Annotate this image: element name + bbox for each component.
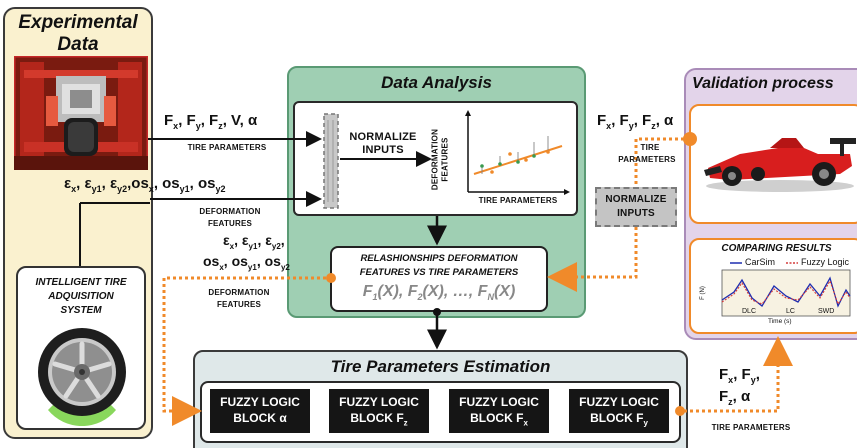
experimental-data-title-2: Data	[57, 34, 99, 55]
validation-title: Validation process	[692, 75, 834, 92]
dotted-normalize-to-relationships	[547, 227, 638, 292]
mini-label-dlc: DLC	[742, 308, 757, 315]
forces-bottom-right-1: Fx, Fy,	[719, 366, 760, 385]
dotted-car-to-normalize	[634, 137, 690, 187]
fuzzy-block-fx: FUZZY LOGIC BLOCK Fx	[449, 389, 549, 433]
comparing-results-title: COMPARING RESULTS	[721, 243, 832, 254]
data-analysis-title: Data Analysis	[381, 73, 492, 92]
intelligent-tire-label-1: INTELLIGENT TIRE	[35, 277, 127, 288]
fuzzy-block-alpha-line2: BLOCK α	[233, 411, 287, 425]
validation-tire-params-1: TIRE	[640, 143, 660, 152]
dotted-fuzzy-to-comparing	[684, 336, 793, 413]
validation-normalize-box	[595, 187, 677, 227]
plot-xlabel: TIRE PARAMETERS	[478, 196, 558, 205]
fuzzy-block-alpha-line1: FUZZY LOGIC	[220, 395, 300, 409]
fuzzy-block-fz-line2: BLOCK Fz	[350, 411, 408, 428]
experimental-data-title-1: Experimental	[18, 12, 138, 33]
tire-test-rig-photo	[14, 56, 148, 170]
relationships-box	[330, 246, 548, 312]
mini-ylabel: F (N)	[699, 286, 706, 300]
deformation-formula-mid-2: osx, osy1, osy2	[203, 253, 290, 272]
red-race-car-icon	[704, 138, 856, 192]
fuzzy-block-fx-line1: FUZZY LOGIC	[459, 395, 539, 409]
tire-wheel-icon	[38, 328, 126, 426]
intelligent-tire-label-2: ADQUISITION	[48, 291, 114, 302]
normalize-filter-icon	[323, 113, 339, 209]
fuzzy-block-fy-line1: FUZZY LOGIC	[579, 395, 659, 409]
relationships-line-2: FEATURES VS TIRE PARAMETERS	[359, 267, 519, 278]
plot-ylabel-1: DEFORMATION	[430, 128, 440, 191]
mid-deformation-label-1: DEFORMATION	[208, 288, 270, 297]
fuzzy-block-fx-line2: BLOCK Fx	[470, 411, 528, 428]
analysis-normalize-label-2: INPUTS	[362, 144, 404, 156]
validation-normalize-label-1: NORMALIZE	[605, 194, 667, 205]
estimation-tire-params-label: TIRE PARAMETERS	[711, 423, 791, 432]
dotted-relationships-to-fuzzy	[162, 276, 326, 426]
deformation-formula-left: εx, εy1, εy2,osx, osy1, osy2	[64, 175, 226, 194]
estimation-title: Tire Parameters Estimation	[330, 357, 551, 376]
relationships-functions: F1(X), F2(X), …, FN(X)	[362, 283, 516, 303]
forces-bottom-right-2: Fz, α	[719, 388, 751, 407]
analysis-normalize-label-1: NORMALIZE	[349, 131, 417, 143]
forces-validation-label: Fx, Fy, Fz, α	[597, 112, 674, 131]
mini-xlabel: Time (s)	[768, 318, 792, 325]
deformation-formula-mid-1: εx, εy1, εy2,	[223, 232, 285, 251]
mid-deformation-label-2: FEATURES	[216, 300, 262, 309]
plot-ylabel-2: FEATURES	[440, 137, 450, 182]
mini-label-lc: LC	[786, 308, 795, 315]
forces-top-label: Fx, Fy, Fz, V, α	[164, 112, 258, 131]
fuzzy-block-fy: FUZZY LOGIC BLOCK Fy	[569, 389, 669, 433]
fuzzy-block-alpha: FUZZY LOGIC BLOCK α	[210, 389, 310, 433]
validation-normalize-label-2: INPUTS	[617, 208, 655, 219]
intelligent-tire-label-3: SYSTEM	[60, 305, 102, 316]
validation-tire-params-2: PARAMETERS	[618, 155, 676, 164]
fuzzy-block-fz-line1: FUZZY LOGIC	[339, 395, 419, 409]
scatter-plot-icon	[465, 110, 570, 195]
experimental-deformation-label-2: FEATURES	[207, 219, 253, 228]
legend-fuzzy-logic: Fuzzy Logic	[801, 257, 850, 267]
legend-carsim: CarSim	[745, 257, 776, 267]
fuzzy-block-fy-line2: BLOCK Fy	[590, 411, 648, 428]
mini-label-swd: SWD	[818, 308, 835, 315]
results-plot-icon	[721, 262, 851, 317]
experimental-deformation-label-1: DEFORMATION	[199, 207, 261, 216]
relationships-line-1: RELASHIONSHIPS DEFORMATION	[360, 253, 518, 264]
experimental-tire-params-label: TIRE PARAMETERS	[187, 143, 267, 152]
fuzzy-block-fz: FUZZY LOGIC BLOCK Fz	[329, 389, 429, 433]
